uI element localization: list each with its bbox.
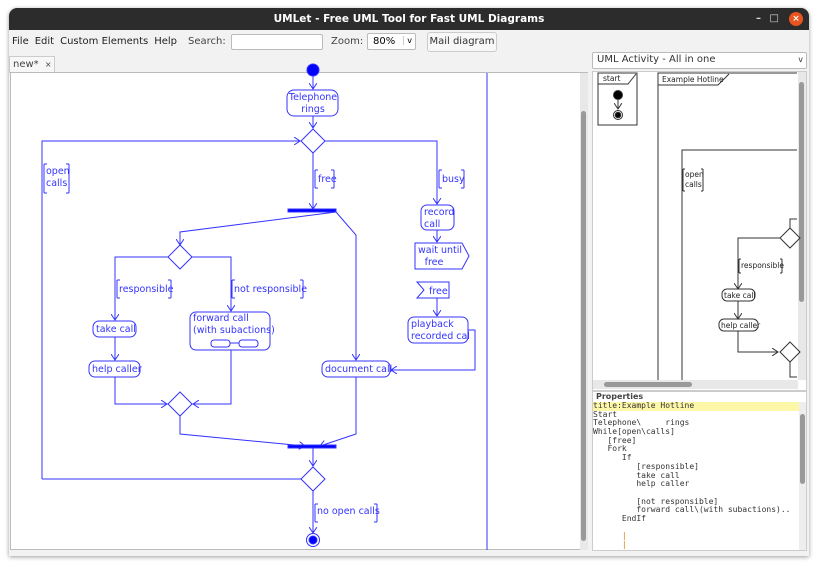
telephone-text: Telephone <box>288 92 337 103</box>
menu-help[interactable]: Help <box>154 36 178 47</box>
merge-decision[interactable] <box>167 391 193 417</box>
title-bar: UMLet - Free UML Tool for Fast UML Diagr… <box>9 8 809 30</box>
forward-call-text: forward call <box>193 313 249 324</box>
property-line[interactable]: While[open\calls] <box>593 427 675 437</box>
canvas-vscrollbar[interactable] <box>580 73 588 550</box>
while-decision[interactable] <box>300 128 326 154</box>
property-line[interactable]: [free] <box>593 435 637 445</box>
join-bar[interactable] <box>287 444 337 449</box>
window-title: UMLet - Free UML Tool for Fast UML Diagr… <box>273 13 545 25</box>
diagram-canvas[interactable] <box>10 72 588 550</box>
recorded-text: recorded cal <box>411 331 470 342</box>
maximize-button[interactable]: □ <box>769 13 779 24</box>
zoom-label: Zoom: <box>331 36 364 47</box>
zoom-select[interactable]: 80% v <box>367 33 416 50</box>
chevron-down-icon: v <box>403 36 412 45</box>
property-line[interactable]: EndIf <box>593 513 646 523</box>
property-line[interactable]: [responsible] <box>593 461 699 471</box>
zoom-value: 80% <box>373 36 396 47</box>
property-line[interactable]: Fork <box>593 444 627 454</box>
tab-new[interactable]: new* × <box>9 56 55 73</box>
palette-start-label: start <box>603 74 621 83</box>
search-label: Search: <box>188 36 226 47</box>
wait-until-free-signal[interactable] <box>414 242 470 270</box>
forward-call-action[interactable] <box>189 311 271 351</box>
properties-header: Properties <box>596 392 644 401</box>
fork-bar[interactable] <box>287 208 337 213</box>
not-responsible-guard: not responsible <box>234 284 307 295</box>
menu-custom-elements[interactable]: Custom Elements <box>60 36 149 47</box>
property-line[interactable]: | <box>593 531 627 541</box>
menu-bar: File Edit Custom Elements Help <box>12 36 177 47</box>
property-line[interactable]: title:Example Hotline <box>593 401 806 411</box>
palette-example-label: Example Hotline <box>662 75 724 84</box>
palette-calls: calls <box>685 180 702 189</box>
open-calls-guard: open <box>46 166 70 177</box>
free-guard: free <box>318 174 337 185</box>
property-line[interactable]: Start <box>593 409 618 419</box>
tab-label: new* <box>13 59 39 70</box>
document-call-text: document call <box>325 364 392 375</box>
property-line[interactable]: forward call\(with subactions).. <box>593 505 791 515</box>
property-line[interactable]: help caller <box>593 479 690 489</box>
help-caller-text: help caller <box>92 364 142 375</box>
palette-responsible: responsible <box>741 261 784 270</box>
palette-example-frame[interactable] <box>657 72 797 380</box>
palette-take-call[interactable]: take call <box>724 291 756 300</box>
free-signal-text: free <box>429 286 448 297</box>
property-line[interactable]: [not responsible] <box>593 496 719 506</box>
playback-text: playback <box>411 319 454 330</box>
umlet-window: UMLet - Free UML Tool for Fast UML Diagr… <box>9 8 809 556</box>
menu-file[interactable]: File <box>12 36 29 47</box>
palette-vscrollbar[interactable] <box>798 72 806 380</box>
loop-decision[interactable] <box>300 466 326 492</box>
search-input[interactable] <box>231 34 323 50</box>
menu-edit[interactable]: Edit <box>34 36 55 47</box>
record-text: record <box>424 207 454 218</box>
palette-panel[interactable] <box>592 71 807 391</box>
busy-guard: busy <box>442 174 465 185</box>
free-accept-event[interactable] <box>415 281 450 299</box>
call-text: call <box>424 219 440 230</box>
palette-open: open <box>685 170 704 179</box>
subactions-text: (with subactions) <box>193 325 275 336</box>
property-line[interactable]: take call <box>593 470 680 480</box>
if-decision[interactable] <box>167 244 193 270</box>
palette-help-caller[interactable]: help caller <box>721 321 761 330</box>
palette-selected: UML Activity - All in one <box>597 54 716 65</box>
wait-text: wait until <box>418 245 462 256</box>
rings-text: rings <box>301 104 325 115</box>
minimize-button[interactable]: – <box>756 13 761 24</box>
wait-free-text: free <box>425 257 444 268</box>
chevron-down-icon: v <box>798 55 803 64</box>
palette-start-frame[interactable] <box>597 72 638 126</box>
property-line[interactable]: | <box>593 540 627 549</box>
tab-close-icon[interactable]: × <box>44 60 52 69</box>
property-line[interactable]: Telephone\ rings <box>593 418 690 428</box>
no-open-calls-guard: no open calls <box>317 506 380 517</box>
end-node[interactable] <box>306 533 320 547</box>
close-button[interactable]: × <box>789 12 803 26</box>
property-line[interactable]: If <box>593 453 632 463</box>
responsible-guard: responsible <box>119 284 174 295</box>
take-call-text: take call <box>96 324 136 335</box>
palette-hscrollbar[interactable] <box>593 380 798 389</box>
open-calls-guard-2: calls <box>46 178 67 189</box>
palette-select[interactable]: UML Activity - All in one v <box>592 52 807 69</box>
mail-diagram-button[interactable]: Mail diagram <box>427 32 497 52</box>
start-node[interactable] <box>306 63 320 77</box>
